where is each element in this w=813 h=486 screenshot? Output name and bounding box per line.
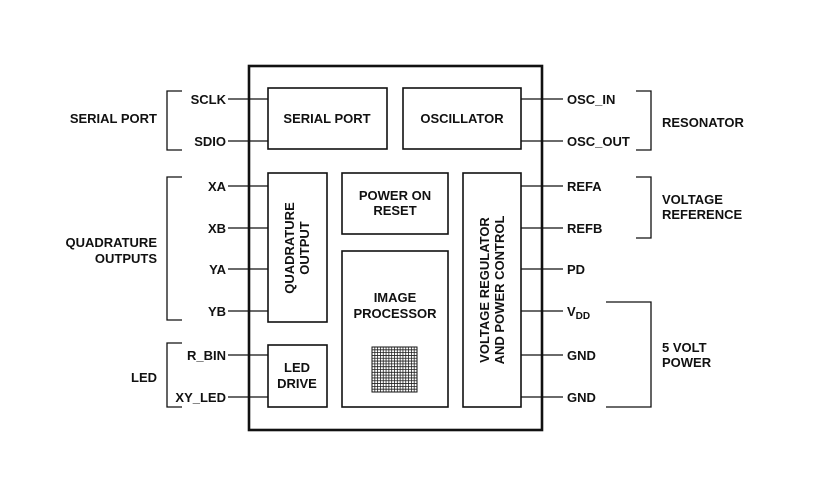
pin-xy-led: XY_LED [175, 390, 226, 405]
pin-sdio: SDIO [194, 134, 226, 149]
pin-refb: REFB [567, 221, 602, 236]
five-volt-power-bracket [606, 301, 652, 408]
block-quadrature-output-label: QUADRATURE OUTPUT [282, 202, 312, 294]
pin-pd: PD [567, 262, 585, 277]
oscillator-block [402, 87, 522, 150]
block-voltage-regulator-label: VOLTAGE REGULATOR AND POWER CONTROL [477, 216, 507, 365]
voltage-reference-bracket [636, 176, 652, 239]
group-voltage-reference-line2: REFERENCE [662, 207, 743, 222]
pin-vdd-main: V [567, 304, 576, 319]
serial-port-block [267, 87, 388, 150]
block-voltage-regulator-line1: VOLTAGE REGULATOR [477, 217, 492, 363]
pin-ya: YA [209, 262, 226, 277]
led-drive-block [267, 344, 328, 408]
block-power-on-reset-line2: RESET [373, 203, 416, 218]
image-sensor-grid-icon [371, 346, 418, 393]
pin-gnd-1: GND [567, 348, 596, 363]
resonator-bracket [636, 90, 652, 151]
group-quadrature-outputs-line1: QUADRATURE [66, 235, 158, 250]
group-serial-port: SERIAL PORT [70, 111, 157, 126]
group-voltage-reference-line1: VOLTAGE [662, 192, 723, 207]
pin-yb: YB [208, 304, 226, 319]
group-five-volt-power-line1: 5 VOLT [662, 340, 707, 355]
block-image-processor-line2: PROCESSOR [353, 306, 437, 321]
group-resonator: RESONATOR [662, 115, 744, 130]
group-led: LED [131, 370, 157, 385]
pin-vdd-subscript: DD [576, 311, 590, 322]
pin-refa: REFA [567, 179, 602, 194]
serial-port-bracket [166, 90, 182, 151]
block-led-drive-line2: DRIVE [277, 376, 317, 391]
group-five-volt-power-line2: POWER [662, 355, 712, 370]
pin-osc-out: OSC_OUT [567, 134, 630, 149]
pin-r-bin: R_BIN [187, 348, 226, 363]
pin-xb: XB [208, 221, 226, 236]
pin-xa: XA [208, 179, 227, 194]
block-serial-port-label: SERIAL PORT [283, 111, 370, 126]
power-on-reset-block [341, 172, 449, 235]
led-bracket [166, 342, 182, 408]
block-led-drive-line1: LED [284, 360, 310, 375]
block-quadrature-output-line1: QUADRATURE [282, 202, 297, 294]
block-quadrature-output-line2: OUTPUT [297, 221, 312, 275]
block-voltage-regulator-line2: AND POWER CONTROL [492, 216, 507, 365]
pin-sclk: SCLK [191, 92, 227, 107]
pin-vdd: VDD [567, 304, 590, 322]
pin-osc-in: OSC_IN [567, 92, 615, 107]
block-image-processor-line1: IMAGE [374, 290, 417, 305]
block-power-on-reset-line1: POWER ON [359, 188, 431, 203]
group-quadrature-outputs-line2: OUTPUTS [95, 251, 157, 266]
quadrature-outputs-bracket [166, 176, 182, 321]
pin-gnd-2: GND [567, 390, 596, 405]
voltage-regulator-block [462, 172, 522, 408]
quadrature-output-block [267, 172, 328, 323]
block-oscillator-label: OSCILLATOR [420, 111, 504, 126]
